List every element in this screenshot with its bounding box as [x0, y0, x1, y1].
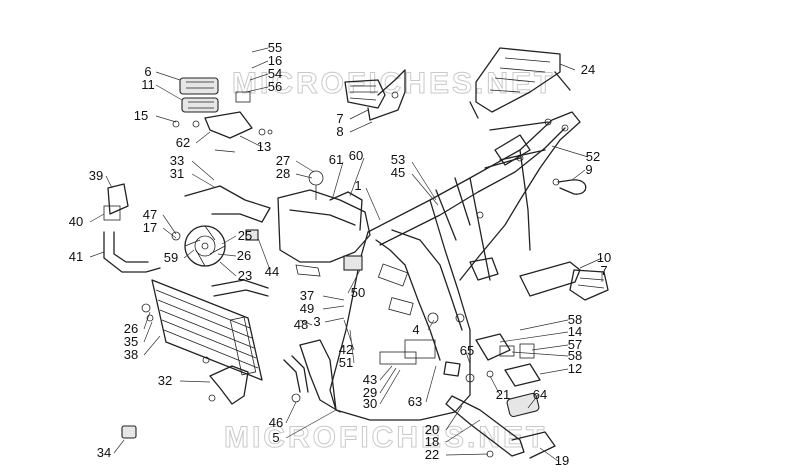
callout-29: 29	[363, 385, 377, 400]
callout-30: 30	[363, 396, 377, 411]
callout-59: 59	[164, 250, 178, 265]
front-cradle	[299, 229, 471, 421]
callout-34: 34	[97, 445, 111, 460]
callout-23: 23	[238, 268, 252, 283]
callout-49: 49	[300, 301, 314, 316]
callout-22: 22	[425, 447, 439, 462]
callout-44: 44	[265, 264, 279, 279]
fan-unit	[171, 185, 271, 267]
callout-4: 4	[412, 322, 419, 337]
callout-35: 35	[124, 334, 138, 349]
radiator	[141, 279, 263, 381]
callout-7: 7	[600, 263, 607, 278]
callout-27: 27	[276, 153, 290, 168]
callout-24: 24	[581, 62, 595, 77]
callout-17: 17	[143, 220, 157, 235]
callout-64: 64	[533, 387, 547, 402]
rear-rack	[469, 47, 571, 119]
callout-8: 8	[336, 124, 343, 139]
callout-57: 57	[568, 337, 582, 352]
callout-3: 3	[313, 314, 320, 329]
side-stand	[445, 392, 556, 459]
callout-51: 51	[339, 355, 353, 370]
callout-10: 10	[597, 250, 611, 265]
callout-37: 37	[300, 288, 314, 303]
callout-54: 54	[268, 66, 282, 81]
callout-11: 11	[141, 77, 155, 92]
callout-33: 33	[170, 153, 184, 168]
callout-61: 61	[329, 152, 343, 167]
callout-15: 15	[134, 108, 148, 123]
coolant-hoses	[103, 183, 309, 403]
callout-38: 38	[124, 347, 138, 362]
callout-26: 26	[237, 248, 251, 263]
cable	[552, 178, 587, 195]
callout-19: 19	[555, 453, 569, 468]
callout-45: 45	[391, 165, 405, 180]
right-footrest-assembly	[469, 257, 609, 301]
callout-18: 18	[425, 434, 439, 449]
side-plate	[277, 170, 371, 277]
callout-9: 9	[585, 162, 592, 177]
callout-47: 47	[143, 207, 157, 222]
callout-39: 39	[89, 168, 103, 183]
callout-5: 5	[272, 430, 279, 445]
callout-46: 46	[269, 415, 283, 430]
callout-1: 1	[354, 178, 361, 193]
callout-41: 41	[69, 249, 83, 264]
callout-62: 62	[176, 135, 190, 150]
brake-pedal-parts	[443, 333, 541, 387]
callout-50: 50	[351, 285, 365, 300]
callout-13: 13	[257, 139, 271, 154]
callout-12: 12	[568, 361, 582, 376]
callout-43: 43	[363, 372, 377, 387]
callout-16: 16	[268, 53, 282, 68]
callout-52: 52	[586, 149, 600, 164]
callout-53: 53	[391, 152, 405, 167]
watermark-bottom: MICROFICHES.NET	[224, 421, 547, 454]
callout-65: 65	[460, 343, 474, 358]
callout-58: 58	[568, 312, 582, 327]
callout-7: 7	[336, 111, 343, 126]
callout-20: 20	[425, 422, 439, 437]
left-footrest-assembly	[344, 69, 406, 121]
callout-40: 40	[69, 214, 83, 229]
callout-26: 26	[124, 321, 138, 336]
callout-14: 14	[568, 324, 582, 339]
callout-55: 55	[268, 40, 282, 55]
callout-25: 25	[238, 228, 252, 243]
lower-bracket	[121, 356, 249, 439]
callout-60: 60	[349, 148, 363, 163]
callout-32: 32	[158, 373, 172, 388]
callout-28: 28	[276, 166, 290, 181]
main-frame	[367, 111, 581, 331]
callout-56: 56	[268, 79, 282, 94]
callout-21: 21	[496, 387, 510, 402]
callout-63: 63	[408, 394, 422, 409]
footpeg-set	[172, 77, 273, 153]
callout-48: 48	[294, 317, 308, 332]
leader-lines	[89, 47, 603, 462]
callout-6: 6	[144, 64, 151, 79]
callout-31: 31	[170, 166, 184, 181]
callout-58: 58	[568, 348, 582, 363]
callout-42: 42	[339, 342, 353, 357]
